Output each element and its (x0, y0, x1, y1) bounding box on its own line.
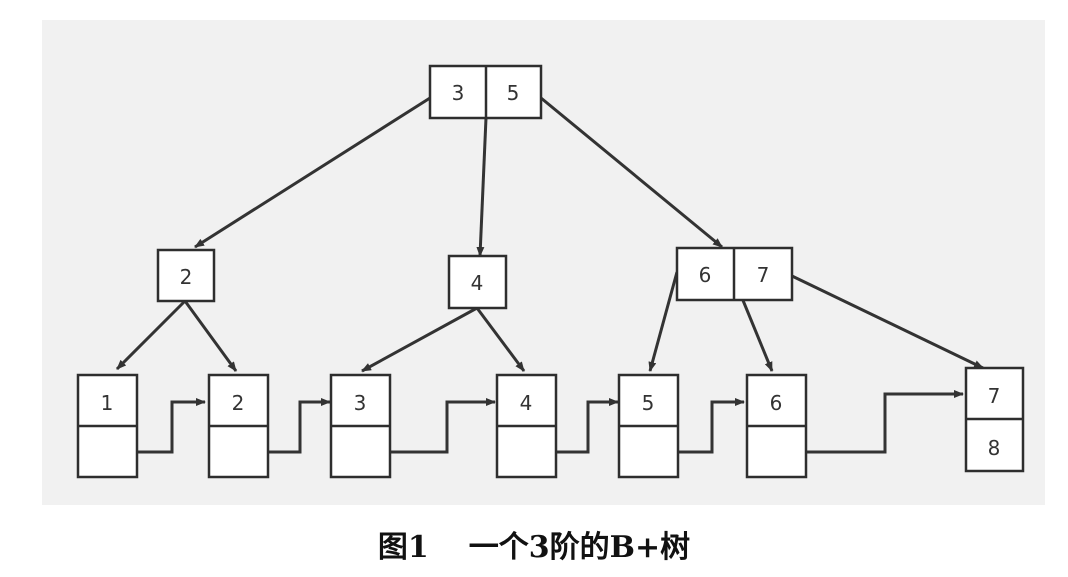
figure-number: 图1 (377, 530, 429, 565)
node-key: 2 (180, 265, 193, 289)
node-internal-4: 4 (447, 254, 508, 310)
node-box (156, 248, 216, 303)
node-key: 4 (471, 271, 484, 295)
node-internal-6-7: 6 7 (675, 246, 794, 302)
node-internal-2: 2 (156, 248, 216, 303)
edge-internal-4-to-leaf-4 (475, 307, 526, 372)
leaf-link-1-to-2 (137, 398, 206, 454)
leaf-link-3-to-4 (390, 398, 496, 454)
leaf-node-6: 6 (745, 373, 808, 479)
leaf-node-5: 5 (617, 373, 680, 479)
leaf-link-5-to-6 (678, 398, 745, 454)
leaf-node-1: 1 (76, 373, 139, 479)
leaf-link-2-to-3 (268, 398, 331, 454)
leaf-node-4: 4 (495, 373, 558, 479)
node-key: 6 (770, 391, 783, 415)
node-key: 2 (232, 391, 245, 415)
leaf-link-6-to-7-8 (806, 390, 964, 454)
leaf-node-2: 2 (207, 373, 270, 479)
edge-internal-6-7-to-leaf-7-8 (791, 274, 984, 370)
node-key: 3 (452, 81, 465, 105)
node-key: 3 (354, 391, 367, 415)
tree-edges (115, 96, 984, 373)
edge-root-to-internal-4 (476, 117, 488, 257)
edge-internal-2-to-leaf-1 (115, 299, 187, 371)
node-root: 3 5 (428, 64, 543, 120)
node-key: 7 (988, 384, 1001, 408)
edge-internal-6-7-to-leaf-5 (648, 271, 679, 372)
node-key: 7 (757, 263, 770, 287)
leaf-link-4-to-5 (556, 398, 619, 454)
leaf-node-3: 3 (329, 373, 392, 479)
node-key: 4 (520, 391, 533, 415)
node-key: 6 (699, 263, 712, 287)
figure-title: 一个3阶的B+树 (468, 530, 691, 565)
leaf-links (137, 390, 964, 454)
node-key: 1 (101, 391, 114, 415)
node-key: 5 (642, 391, 655, 415)
edge-internal-4-to-leaf-3 (361, 306, 478, 373)
leaf-node-7-8: 7 8 (964, 366, 1025, 473)
edge-internal-2-to-leaf-2 (183, 300, 238, 372)
edge-root-to-internal-6-7 (540, 96, 723, 249)
edge-root-to-internal-2 (194, 96, 431, 249)
node-key: 8 (988, 436, 1001, 460)
node-box (447, 254, 508, 310)
figure-caption: 图1 一个3阶的B+树 (0, 522, 1068, 566)
bplus-tree-diagram: 3 5 2 4 6 7 1 2 3 4 5 (76, 64, 1025, 479)
node-key: 5 (507, 81, 520, 105)
